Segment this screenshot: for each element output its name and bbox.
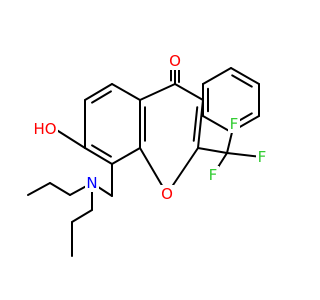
bond-propylA-23 xyxy=(27,182,51,196)
double-ph-23 xyxy=(231,74,253,88)
bond-c8-c8a xyxy=(111,147,141,165)
bond-c7-hydroxyl xyxy=(54,128,86,149)
bond-c7-c8 xyxy=(84,147,113,165)
bond-propylA-12 xyxy=(49,182,71,196)
bond-c4a-c4 xyxy=(139,83,176,101)
bond-c4-c3 xyxy=(174,83,204,101)
fluorine-label-3: F xyxy=(209,166,218,184)
bond-ph-12 xyxy=(202,67,232,85)
carbonyl-oxygen-label: O xyxy=(169,52,181,70)
bond-c4a-c5 xyxy=(111,83,141,101)
bond-ph-23 xyxy=(230,67,260,85)
double-c5-c6 xyxy=(91,90,112,104)
fluorine-label-1: F xyxy=(230,115,239,133)
molecule-figure: O O HO N F F F xyxy=(27,52,268,257)
ring-oxygen-label: O xyxy=(161,185,173,203)
double-c7-c8 xyxy=(91,144,112,158)
double-c2-c3 xyxy=(192,106,199,142)
bond-c2-cf3 xyxy=(197,147,228,154)
bond-c5-c6 xyxy=(84,83,113,101)
bond-ph-56 xyxy=(202,115,232,133)
amine-nitrogen-label: N xyxy=(86,174,97,192)
fluorine-label-2: F xyxy=(258,148,267,166)
bond-propylB-12 xyxy=(71,209,93,223)
bond-layer xyxy=(27,60,263,257)
atom-label-layer: O O HO N F F F xyxy=(32,52,268,203)
molecule-structure: O O HO N F F F xyxy=(27,52,268,257)
hydroxyl-label: HO xyxy=(33,120,56,138)
